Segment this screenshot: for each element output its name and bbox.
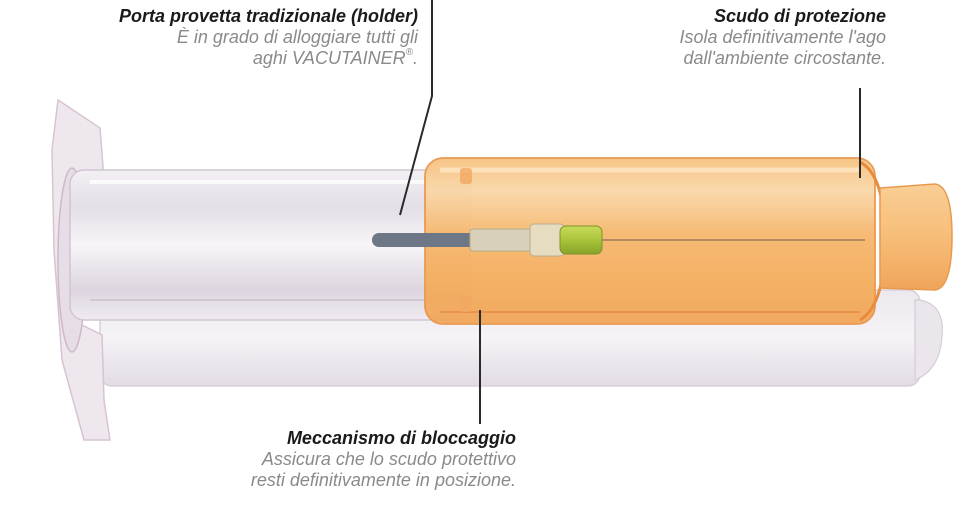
callout-holder: Porta provetta tradizionale (holder) È i…	[8, 6, 418, 69]
callout-lock: Meccanismo di bloccaggio Assicura che lo…	[120, 428, 516, 491]
holder-callout-line2-end: .	[413, 48, 418, 68]
holder-callout-line1: È in grado di alloggiare tutti gli	[8, 27, 418, 48]
holder-callout-line2-text: aghi VACUTAINER	[253, 48, 406, 68]
holder-callout-title: Porta provetta tradizionale (holder)	[8, 6, 418, 27]
lock-callout-line1: Assicura che lo scudo protettivo	[120, 449, 516, 470]
shield-callout-title: Scudo di protezione	[560, 6, 886, 27]
callout-shield: Scudo di protezione Isola definitivament…	[560, 6, 886, 69]
holder-callout-line2: aghi VACUTAINER®.	[8, 48, 418, 69]
shield-tip-cap	[880, 184, 952, 290]
lock-callout-line2: resti definitivamente in posizione.	[120, 470, 516, 491]
registered-mark: ®	[406, 47, 413, 58]
shield-callout-line1: Isola definitivamente l'ago	[560, 27, 886, 48]
shield-callout-line2: dall'ambiente circostante.	[560, 48, 886, 69]
lock-callout-title: Meccanismo di bloccaggio	[120, 428, 516, 449]
